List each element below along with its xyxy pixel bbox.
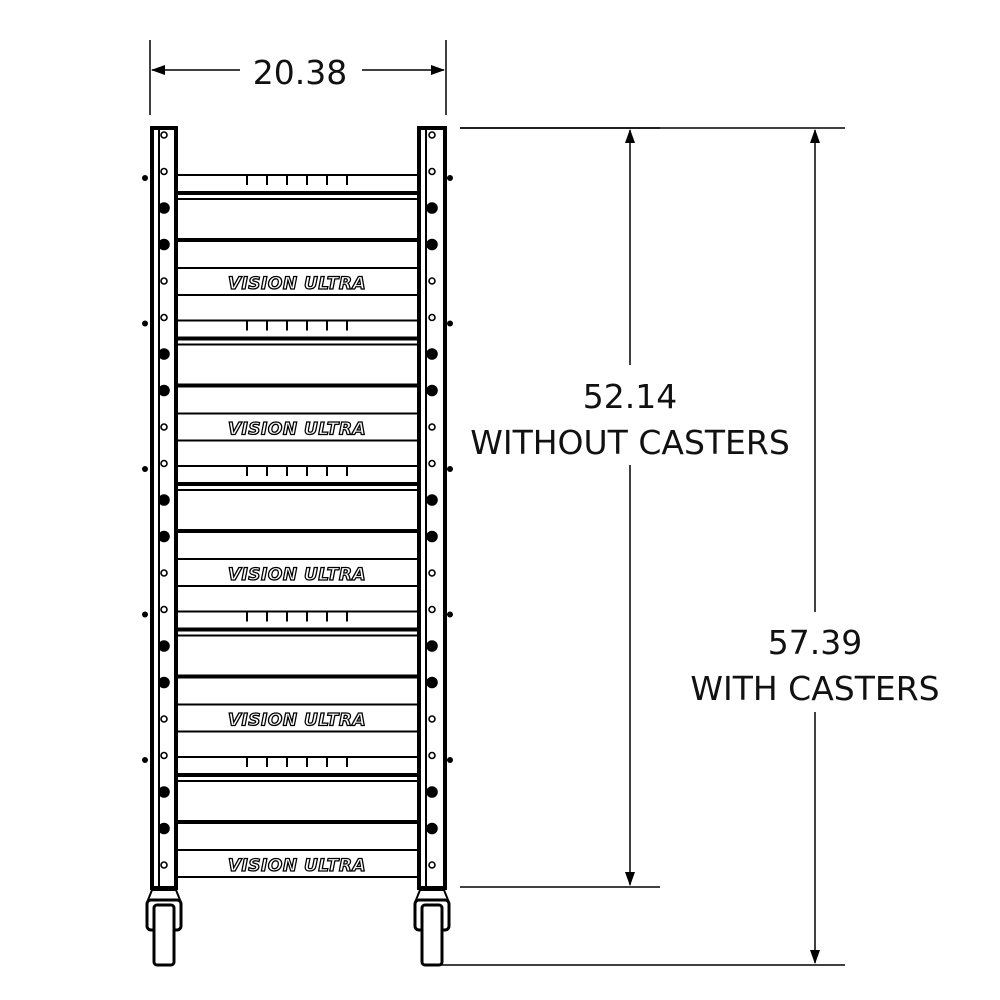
hole-icon: [428, 751, 436, 760]
bolt-icon: [426, 384, 438, 397]
bolt-icon: [426, 348, 438, 360]
shelf-brand-label: VISION ULTRA: [228, 274, 366, 294]
hook-icon: [447, 466, 453, 472]
shelf-brand-label: VISION ULTRA: [228, 711, 366, 731]
hook-icon: [142, 611, 148, 618]
bolt-icon: [158, 348, 170, 360]
hole-icon: [428, 313, 436, 322]
bolt-icon: [158, 384, 170, 397]
bolt-icon: [158, 238, 170, 251]
height-without-casters-dimension: 52.14 WITHOUT CASTERS: [460, 127, 790, 888]
hole-icon: [160, 167, 168, 176]
hole-icon: [428, 861, 436, 869]
bolt-icon: [158, 530, 170, 543]
hole-icon: [428, 715, 436, 723]
height-without-casters-label: WITHOUT CASTERS: [470, 423, 790, 462]
cart-frame: VISION ULTRA VISION ULTRA VISION ULTRA VISI…: [142, 126, 453, 967]
height-without-casters-value: 52.14: [583, 377, 677, 416]
hook-icon: [447, 611, 453, 618]
hole-icon: [428, 605, 436, 614]
bolt-icon: [426, 786, 438, 798]
hook-icon: [142, 175, 148, 181]
bolt-icon: [426, 640, 438, 652]
bolt-icon: [426, 238, 438, 251]
bolt-icon: [158, 202, 170, 214]
hook-icon: [142, 757, 148, 763]
hook-icon: [142, 466, 148, 472]
hole-icon: [160, 751, 168, 760]
bolt-icon: [158, 494, 170, 506]
width-dimension-value: 20.38: [253, 53, 347, 92]
shelf-brand-label: VISION ULTRA: [228, 856, 366, 876]
bolt-icon: [426, 822, 438, 835]
height-with-casters-dimension: 57.39 WITH CASTERS: [430, 127, 940, 966]
hole-icon: [428, 569, 436, 577]
hole-icon: [428, 459, 436, 468]
hole-icon: [428, 423, 436, 431]
hole-icon: [160, 605, 168, 614]
bolt-icon: [426, 494, 438, 506]
hole-icon: [428, 131, 436, 139]
hole-icon: [160, 569, 168, 577]
hole-icon: [160, 277, 168, 285]
hook-icon: [447, 757, 453, 763]
hook-icon: [447, 175, 453, 181]
bolt-icon: [158, 786, 170, 798]
hole-icon: [160, 715, 168, 723]
bolt-icon: [426, 202, 438, 214]
hole-icon: [160, 423, 168, 431]
shelf-brand-label: VISION ULTRA: [228, 565, 366, 585]
height-with-casters-value: 57.39: [768, 623, 862, 662]
caster-wheel: [152, 903, 176, 967]
upright-post: [150, 126, 178, 890]
shelf-brand-label: VISION ULTRA: [228, 420, 366, 440]
hook-icon: [142, 320, 148, 327]
hook-icon: [447, 320, 453, 327]
width-dimension: 20.38: [149, 40, 447, 115]
bolt-icon: [426, 676, 438, 689]
bolt-icon: [426, 530, 438, 543]
bolt-icon: [158, 676, 170, 689]
upright-post: [417, 126, 447, 890]
hole-icon: [160, 459, 168, 468]
hole-icon: [428, 277, 436, 285]
hole-icon: [160, 861, 168, 869]
hole-icon: [160, 313, 168, 322]
hole-icon: [160, 131, 168, 139]
bolt-icon: [158, 822, 170, 835]
bolt-icon: [158, 640, 170, 652]
height-with-casters-label: WITH CASTERS: [690, 669, 939, 708]
caster-wheel: [420, 903, 444, 967]
hole-icon: [428, 167, 436, 176]
